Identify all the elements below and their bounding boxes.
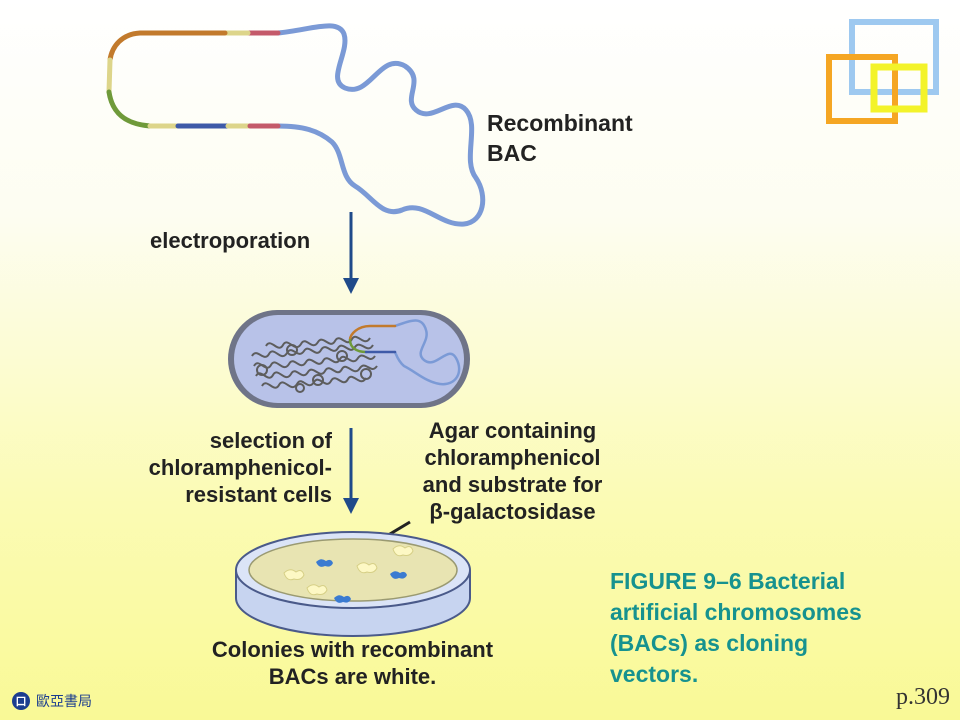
publisher-mark: 口 歐亞書局 [12,690,92,712]
bacterial-cell-icon [228,310,470,408]
petri-dish-icon [235,531,471,637]
page-number: p.309 [896,684,950,710]
electroporation-label: electroporation [150,228,311,253]
publisher-logo-icon: 口 [12,692,30,710]
agar-label: Agar containing chloramphenicol and subs… [422,418,603,524]
figure-caption: FIGURE 9–6 Bacterial artificial chromoso… [610,568,862,687]
selection-label: selection of chloramphenicol- resistant … [148,428,332,507]
publisher-name: 歐亞書局 [36,694,92,710]
colonies-label: Colonies with recombinant BACs are white… [211,637,494,689]
arrow-down-icon [343,212,359,294]
colony-blue [316,559,407,603]
recombinant-bac-label: Recombinant BAC [487,110,633,166]
decorative-squares-icon [826,19,939,124]
arrow-down-icon [343,428,359,514]
colony-white [283,545,414,596]
recombinant-bac-dna-icon [106,23,486,227]
